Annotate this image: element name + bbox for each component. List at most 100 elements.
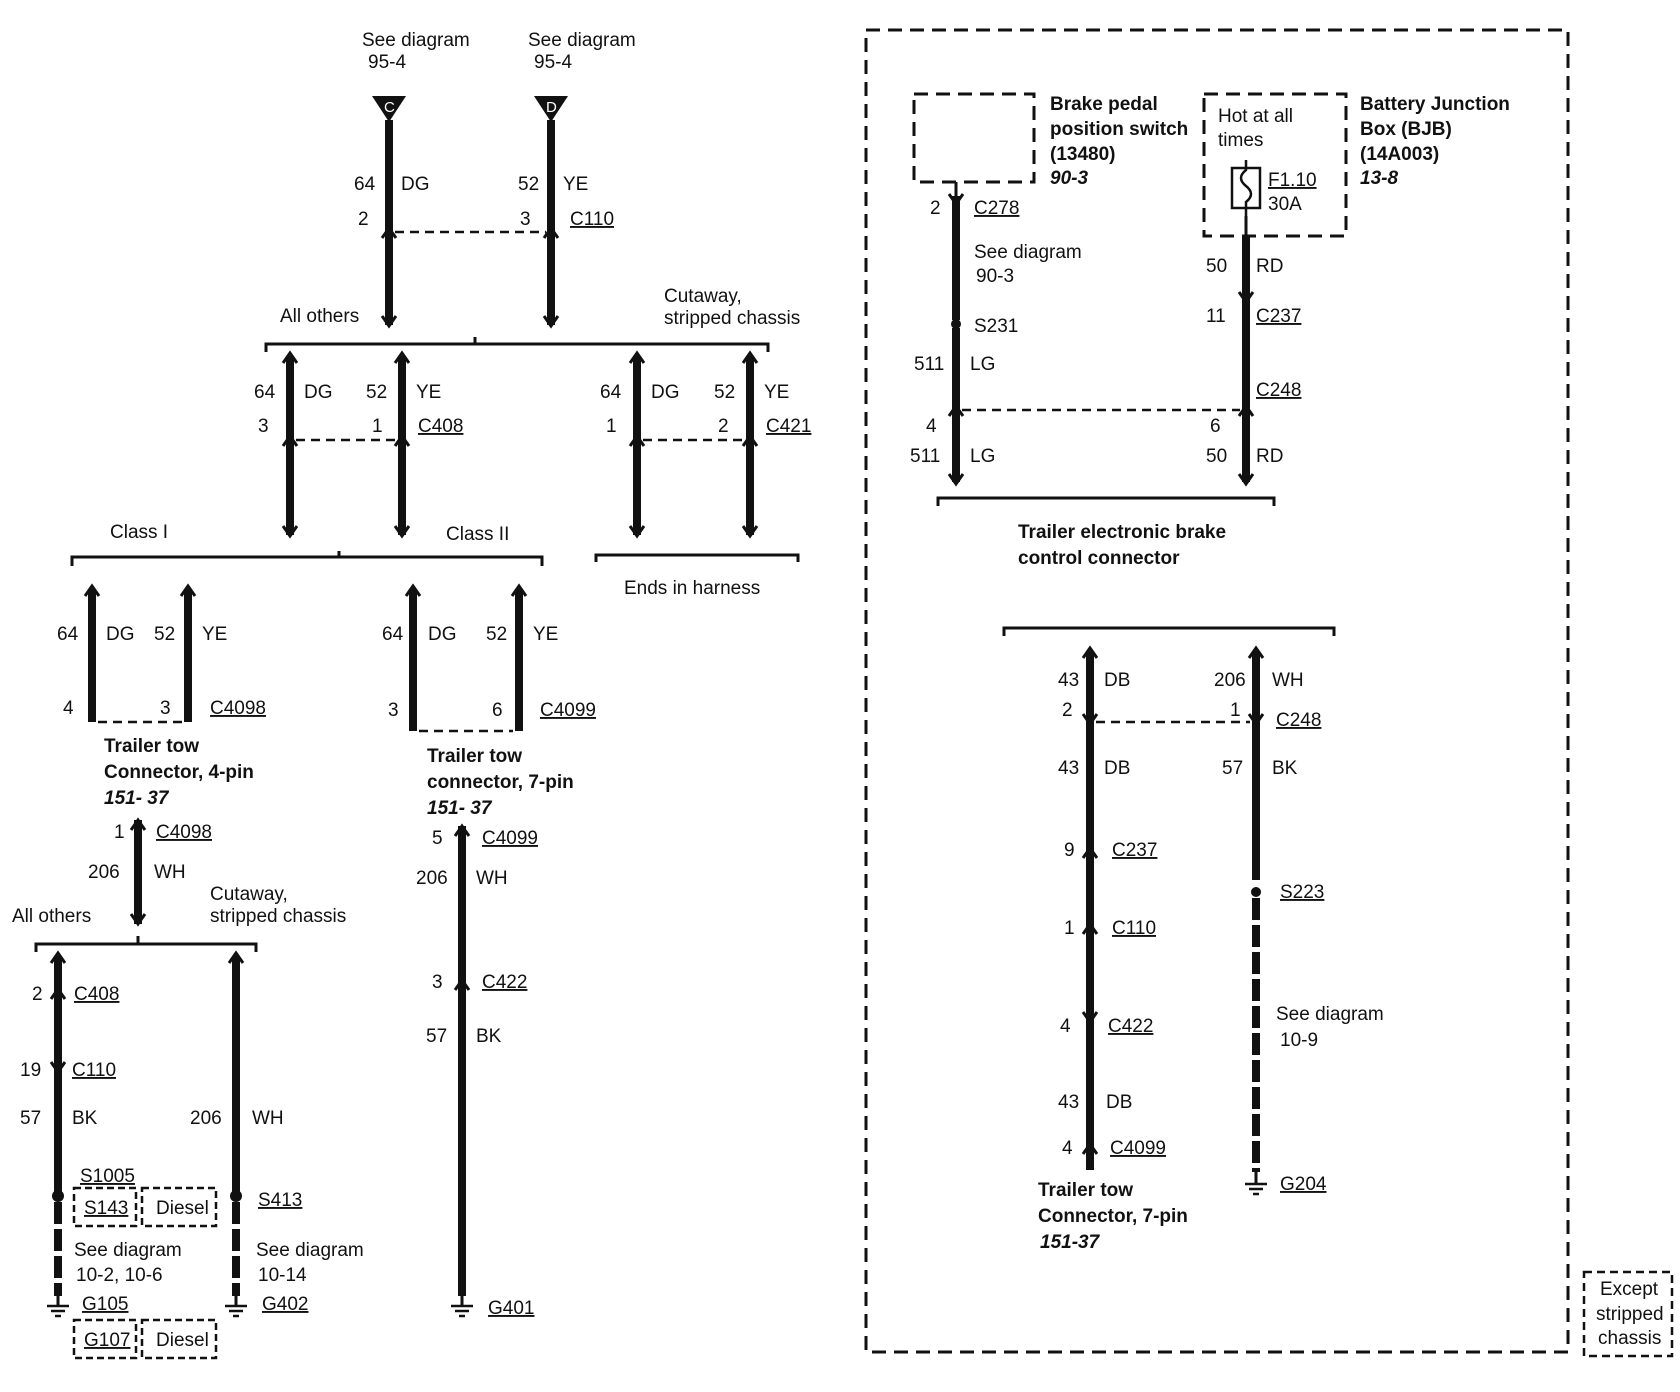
- diagram-label: 57: [426, 1026, 447, 1047]
- ref-d-letter: D: [546, 99, 557, 116]
- diagram-label: F1.10: [1268, 170, 1317, 191]
- ref-c-num: 95-4: [368, 52, 406, 73]
- diagram-label: 43: [1058, 670, 1079, 691]
- diagram-label: 3: [258, 416, 269, 437]
- diagram-label: 1: [606, 416, 617, 437]
- diagram-label: 6: [1210, 416, 1221, 437]
- branch-cutaway-2: stripped chassis: [664, 308, 800, 329]
- diagram-label: BK: [72, 1108, 98, 1129]
- class-bracket: [70, 555, 544, 566]
- diagram-label: Diesel: [156, 1198, 209, 1219]
- c408-block: 64 DG 52 YE 3 1 C408: [254, 351, 463, 538]
- reference-triangle-icon: [534, 96, 568, 122]
- diagram-label: Diesel: [156, 1330, 209, 1351]
- diagram-label: See diagram: [1276, 1004, 1384, 1025]
- diagram-label: Connector, 4-pin: [104, 762, 254, 783]
- diagram-label: 50: [1206, 446, 1227, 467]
- class-i-label: Class I: [110, 522, 168, 543]
- diagram-label: C422: [482, 972, 527, 993]
- diagram-label: DB: [1106, 1092, 1132, 1113]
- diagram-label: 52: [486, 624, 507, 645]
- diagram-label: 90-3: [976, 266, 1014, 287]
- diagram-label: (14A003): [1360, 144, 1439, 165]
- c421-block: 64 DG 52 YE 1 2 C421: [600, 351, 811, 538]
- diagram-label: C4099: [1110, 1138, 1166, 1159]
- brake-pedal-switch: Brake pedal position switch (13480) 90-3…: [912, 92, 1188, 410]
- diagram-label: C237: [1256, 306, 1301, 327]
- diagram-label: 52: [366, 382, 387, 403]
- diagram-label: times: [1218, 130, 1263, 151]
- diagram-label: S1005: [80, 1166, 135, 1187]
- splice-dot-icon: [951, 319, 961, 329]
- top-c-color: DG: [401, 174, 430, 195]
- diagram-label: 11: [1206, 306, 1226, 327]
- battery-junction-box: Hot at all times F1.10 30A Battery Junct…: [1202, 92, 1510, 410]
- diagram-label: Connector, 7-pin: [1038, 1206, 1188, 1227]
- diagram-label: 13-8: [1360, 168, 1398, 189]
- diagram-label: LG: [970, 354, 995, 375]
- except-stripped-legend: [1582, 1270, 1674, 1358]
- class-ii-label: Class II: [446, 524, 509, 545]
- diagram-label: C248: [1276, 710, 1321, 731]
- diagram-label: 19: [20, 1060, 41, 1081]
- diagram-label: RD: [1256, 446, 1283, 467]
- diagram-label: 2: [930, 198, 941, 219]
- diagram-label: WH: [154, 862, 186, 883]
- diagram-label: YE: [533, 624, 558, 645]
- diagram-label: (13480): [1050, 144, 1116, 165]
- diagram-label: C421: [766, 416, 811, 437]
- diagram-label: Box (BJB): [1360, 119, 1452, 140]
- diagram-label: connector, 7-pin: [427, 772, 574, 793]
- diagram-label: G204: [1280, 1174, 1327, 1195]
- diagram-label: C110: [1112, 918, 1156, 939]
- diagram-label: 64: [600, 382, 622, 403]
- diagram-label: RD: [1256, 256, 1283, 277]
- splice-dot-icon: [1251, 887, 1261, 897]
- diagram-label: S143: [84, 1198, 128, 1219]
- top-d-color: YE: [563, 174, 588, 195]
- diagram-label: G105: [82, 1294, 128, 1315]
- diagram-label: BK: [476, 1026, 502, 1047]
- diagram-label: Trailer electronic brake: [1018, 522, 1226, 543]
- diagram-label: LG: [970, 446, 995, 467]
- diagram-label: WH: [252, 1108, 284, 1129]
- diagram-label: 4: [1060, 1016, 1071, 1037]
- diagram-label: 4: [63, 698, 74, 719]
- diagram-label: Trailer tow: [1038, 1180, 1133, 1201]
- diagram-label: DB: [1104, 670, 1130, 691]
- diagram-label: 64: [382, 624, 404, 645]
- diagram-label: 2: [1062, 700, 1073, 721]
- diagram-label: C4099: [482, 828, 538, 849]
- diagram-label: 64: [57, 624, 79, 645]
- diagram-label: C4098: [156, 822, 212, 843]
- diagram-label: S413: [258, 1190, 302, 1211]
- splice-dot-icon: [230, 1190, 242, 1202]
- diagram-label: DG: [106, 624, 135, 645]
- diagram-label: 10-9: [1280, 1030, 1318, 1051]
- ground-path-7pin: 5 C4099 206 WH 3 C422 57 BK G401: [416, 824, 538, 1319]
- diagram-label: Battery Junction: [1360, 94, 1510, 115]
- diagram-label: Brake pedal: [1050, 94, 1158, 115]
- c4099-block: 64 DG 52 YE 3 6 C4099 Trailer tow connec…: [382, 584, 596, 819]
- fuse-icon: [1230, 160, 1262, 216]
- diagram-label: 43: [1058, 1092, 1079, 1113]
- diagram-label: 206: [1214, 670, 1246, 691]
- branch-cutaway-1: Cutaway,: [664, 286, 742, 307]
- c4098-block: 64 DG 52 YE 4 3 C4098 Trailer tow Connec…: [57, 584, 266, 809]
- ref-c-see: See diagram: [362, 30, 470, 51]
- diagram-label: YE: [764, 382, 789, 403]
- diagram-label: 2: [32, 984, 43, 1005]
- diagram-label: stripped: [1596, 1304, 1664, 1325]
- diagram-label: See diagram: [74, 1240, 182, 1261]
- diagram-label: Except: [1600, 1279, 1659, 1300]
- diagram-label: 10-2, 10-6: [76, 1265, 163, 1286]
- diagram-label: 1: [1230, 700, 1241, 721]
- diagram-label: 4: [926, 416, 937, 437]
- top-c-cavity: 2: [358, 209, 369, 230]
- top-d-pin: 52: [518, 174, 539, 195]
- diagram-label: 511: [910, 446, 940, 467]
- diagram-label: C278: [974, 198, 1019, 219]
- diagram-label: C422: [1108, 1016, 1153, 1037]
- ref-d-see: See diagram: [528, 30, 636, 51]
- diagram-label: stripped chassis: [210, 906, 346, 927]
